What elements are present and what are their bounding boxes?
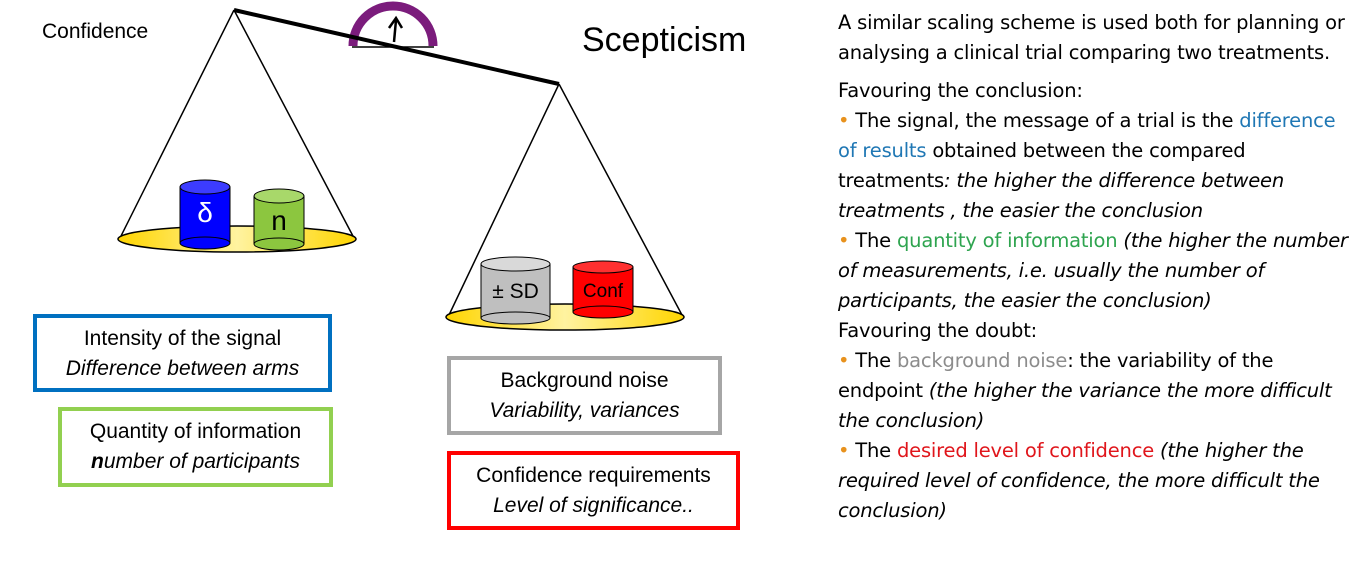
quantity-of-information-highlight: quantity of information	[896, 229, 1118, 252]
confidence-box-subtitle: Level of significance..	[493, 494, 694, 517]
balance-scale: δ n ± SD Conf Confidence Scepticism	[42, 1, 746, 331]
scepticism-label: Scepticism	[582, 21, 746, 59]
left-pan	[117, 9, 357, 253]
bullet-noise-italic: (the higher the variance the more diffic…	[838, 379, 1332, 432]
bullet-confidence: • The desired level of confidence (the h…	[838, 436, 1354, 526]
information-box-title: Quantity of information	[89, 420, 302, 443]
n-weight-label: n	[271, 205, 287, 236]
bullet-icon: •	[838, 109, 850, 132]
desired-level-of-confidence-highlight: desired level of confidence	[896, 439, 1155, 462]
sd-weight-label: ± SD	[492, 280, 539, 303]
sd-weight: ± SD	[480, 256, 551, 325]
noise-box-title: Background noise	[500, 369, 669, 392]
bullet-icon: •	[838, 229, 850, 252]
bullet-confidence-text: The	[849, 439, 897, 462]
scale-beam	[233, 8, 560, 86]
intro-paragraph: A similar scaling scheme is used both fo…	[838, 11, 1345, 64]
bullet-quantity-italic: (the higher the number of measurements, …	[838, 229, 1348, 312]
bullet-confidence-italic: (the higher the required level of confid…	[838, 439, 1320, 522]
signal-box: Intensity of the signal Difference betwe…	[33, 314, 332, 392]
confidence-label: Confidence	[42, 20, 148, 43]
bullet-noise: • The background noise: the variability …	[838, 346, 1354, 436]
bullet-quantity: • The quantity of information (the highe…	[838, 226, 1354, 316]
bullet-icon: •	[838, 349, 850, 372]
bullet-noise-text-2: : the variability of the endpoint	[838, 349, 1274, 402]
conf-weight: Conf	[572, 260, 634, 319]
noise-box-subtitle: Variability, variances	[489, 399, 680, 422]
information-box-subtitle: number of participants	[62, 447, 329, 477]
delta-weight: δ	[179, 179, 231, 250]
background-noise-highlight: background noise	[896, 349, 1068, 372]
bullet-icon: •	[838, 439, 850, 462]
favour-doubt-heading: Favouring the doubt:	[838, 319, 1038, 342]
bullet-signal-text: The signal, the message of a trial is th…	[849, 109, 1240, 132]
difference-of-results-highlight: difference of results	[838, 109, 1336, 162]
signal-box-subtitle: Difference between arms	[65, 357, 300, 380]
explanation-panel: A similar scaling scheme is used both fo…	[838, 8, 1354, 526]
signal-box-title: Intensity of the signal	[83, 327, 282, 350]
bullet-quantity-text: The	[849, 229, 897, 252]
n-weight: n	[253, 188, 305, 251]
information-box-n: n	[91, 450, 104, 473]
bullet-signal: • The signal, the message of a trial is …	[838, 106, 1354, 226]
noise-box: Background noise Variability, variances	[447, 356, 722, 435]
conf-weight-label: Conf	[583, 281, 624, 302]
bullet-signal-italic: : the higher the difference between trea…	[838, 169, 1285, 222]
confidence-box-title: Confidence requirements	[476, 464, 711, 487]
favour-conclusion-heading: Favouring the conclusion:	[838, 79, 1083, 102]
confidence-box: Confidence requirements Level of signifi…	[447, 451, 740, 530]
information-box-subtitle-rest: umber of participants	[103, 450, 300, 473]
bullet-noise-text: The	[849, 349, 897, 372]
information-box: Quantity of information number of partic…	[58, 407, 333, 487]
bullet-signal-text-2: obtained between the compared treatments	[838, 139, 1246, 192]
delta-weight-label: δ	[197, 197, 213, 228]
